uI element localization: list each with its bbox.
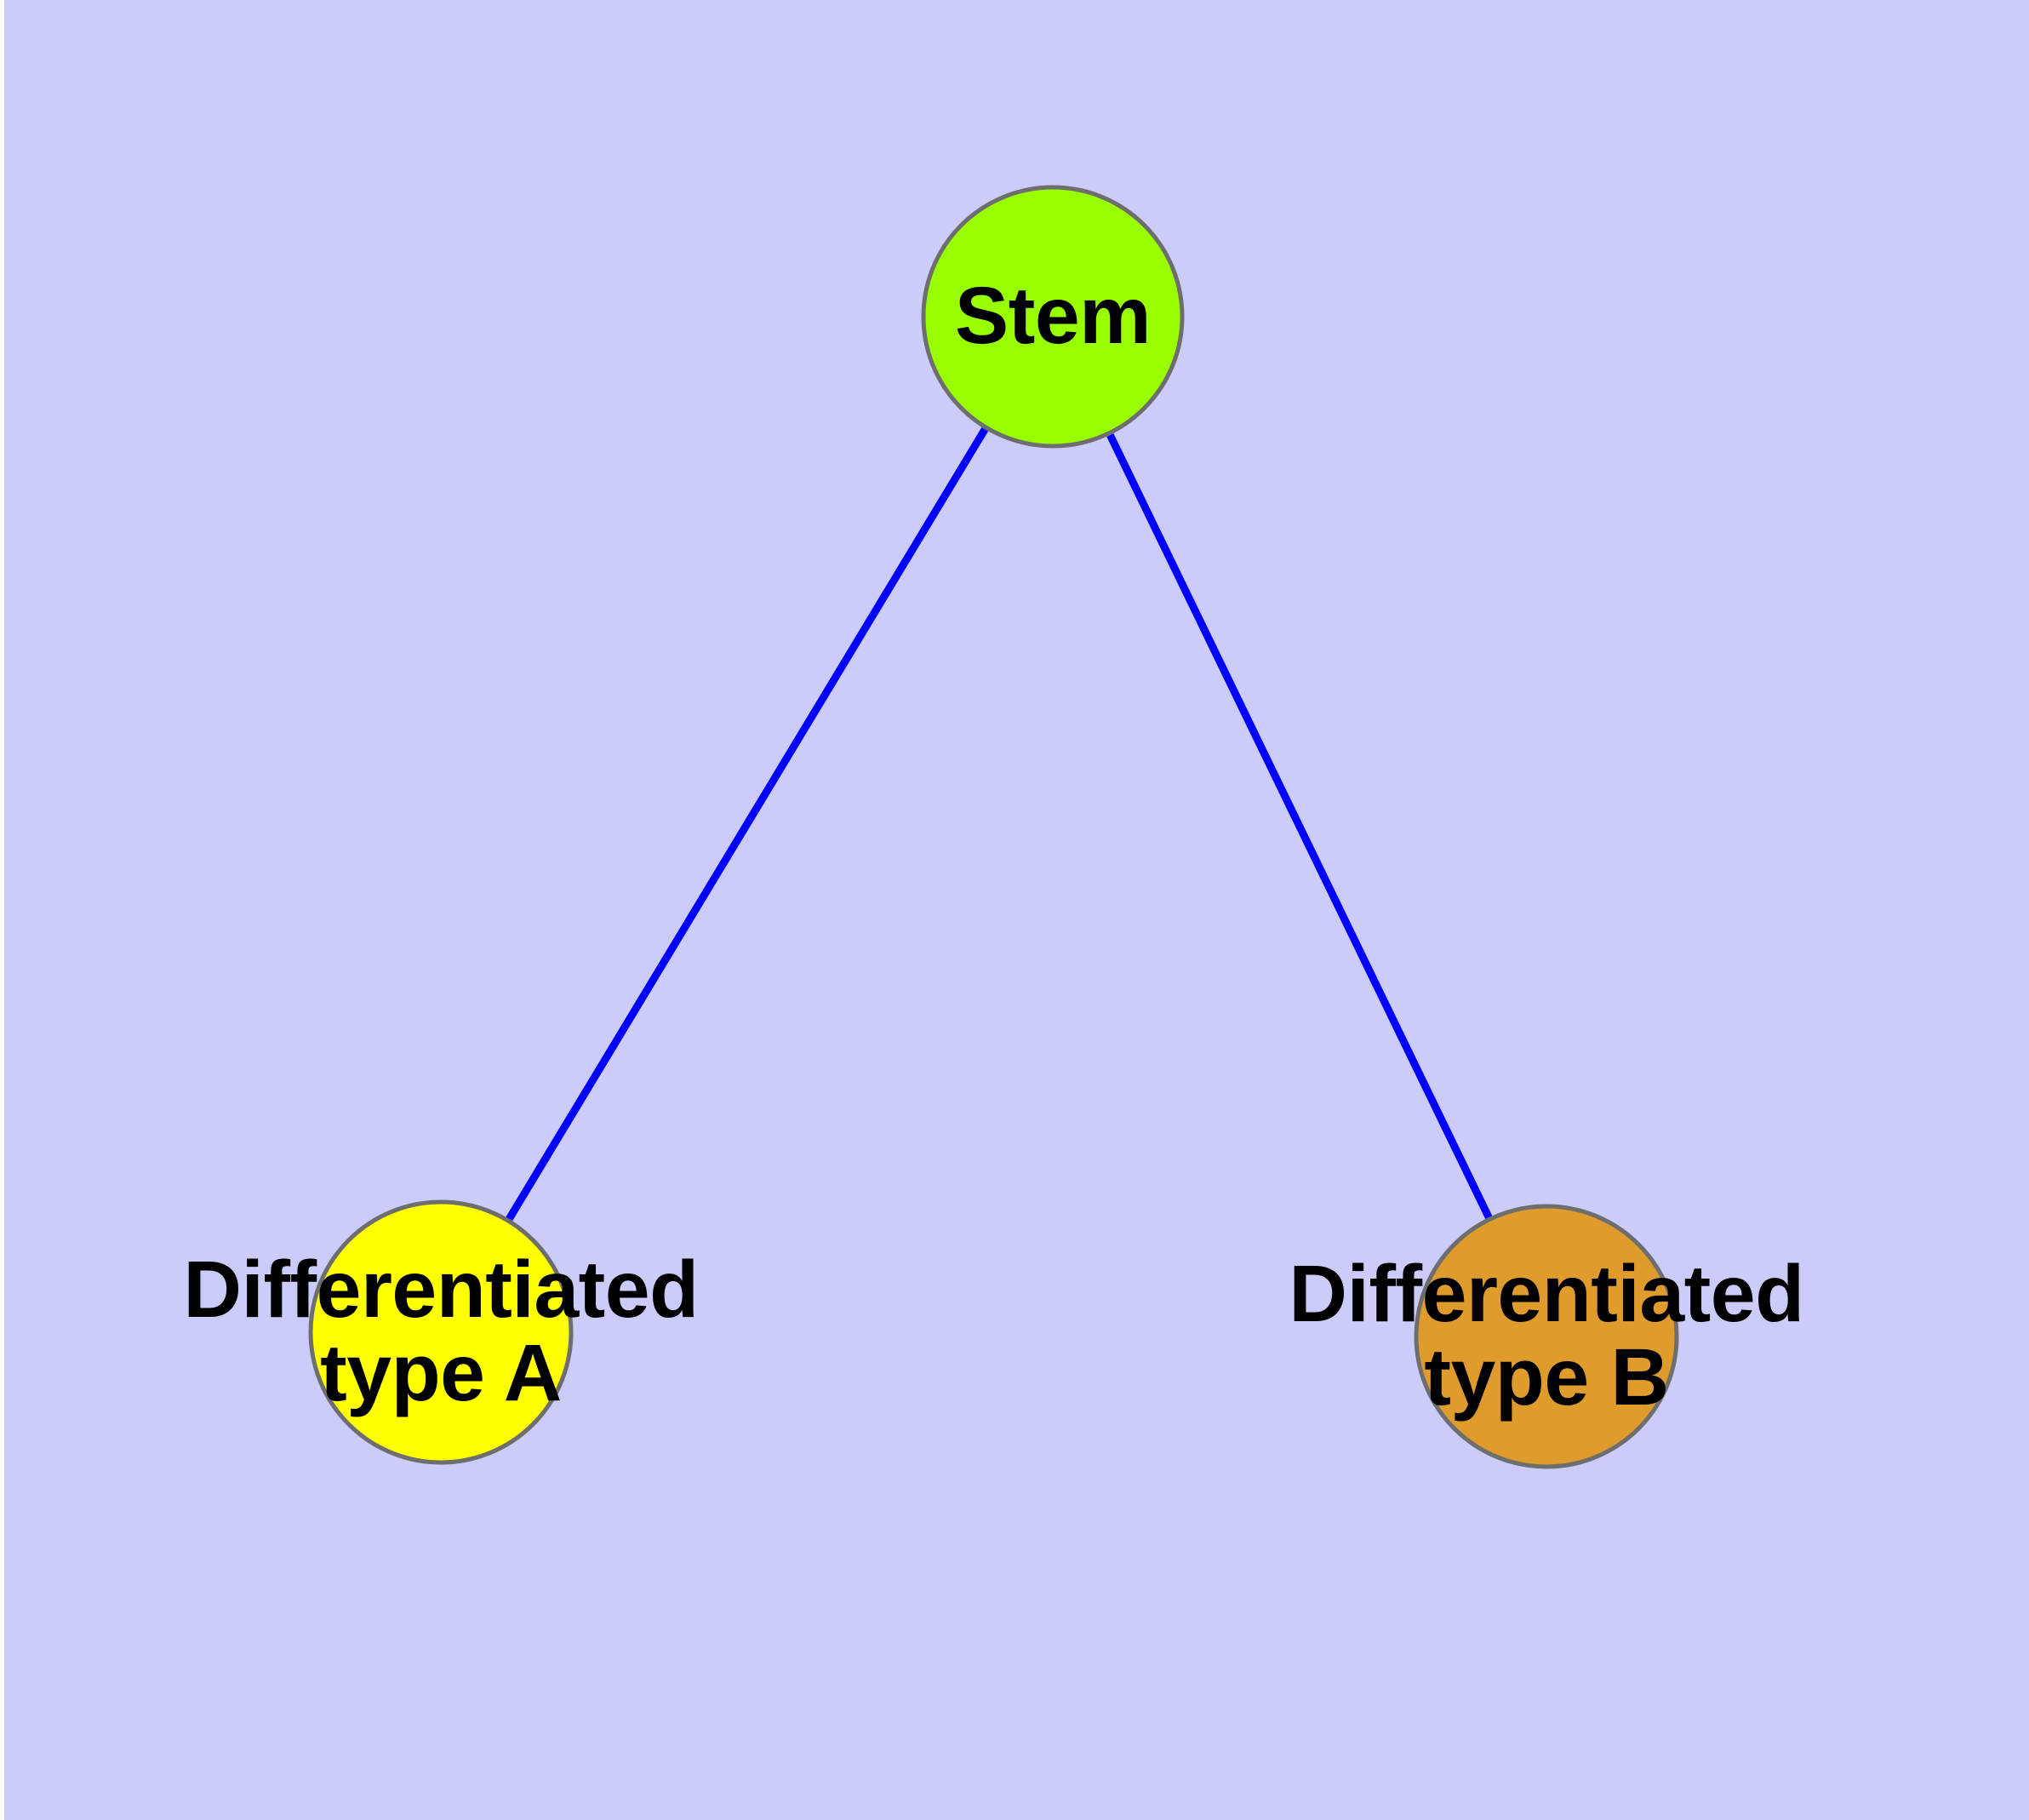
graph-edge-stem-diff_b [1106, 433, 1493, 1220]
graph-edge-stem-diff_a [506, 427, 989, 1222]
edges-layer [506, 427, 1493, 1222]
graph-node-stem[interactable] [921, 185, 1185, 449]
graph-node-diff_a[interactable] [308, 1199, 574, 1465]
nodes-layer [308, 185, 1679, 1469]
graph-node-diff_b[interactable] [1414, 1204, 1679, 1469]
